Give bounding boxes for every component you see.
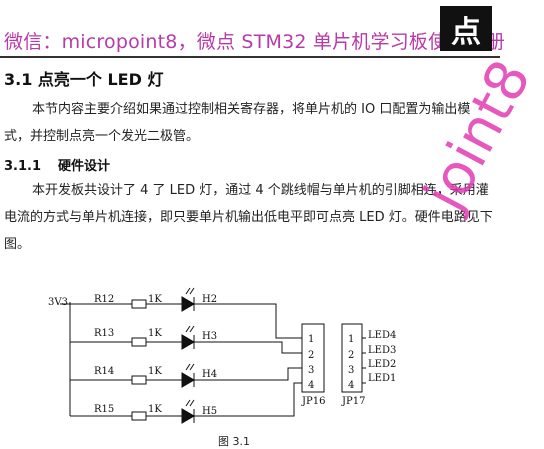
led-arrow [185, 399, 191, 407]
section-intro: 本节内容主要介绍如果通过控制相关寄存器，将单片机的 IO 口配置为输出模式，并控… [4, 96, 494, 150]
resistor-value: 1K [148, 328, 162, 339]
led-label: H5 [202, 406, 217, 417]
resistor-label: R15 [94, 404, 114, 415]
subsection-heading: 3.1.1 硬件设计 [4, 155, 110, 174]
jp17-label: JP17 [341, 396, 365, 407]
page-header: 微信：micropoint8，微点 STM32 单片机学习板使用手册 点 [0, 0, 505, 58]
resistor-label: R14 [94, 366, 114, 377]
resistor [131, 411, 147, 421]
led-label: H3 [202, 331, 217, 342]
led-arrow [185, 325, 191, 333]
led-arrow [189, 399, 195, 407]
led-diode [181, 334, 195, 350]
header-divider [0, 56, 500, 58]
wire [194, 341, 302, 354]
led-diode [181, 408, 195, 424]
jp17-pin: 1 [348, 334, 354, 345]
led-arrow [189, 363, 195, 371]
supply-label: 3V3 [48, 297, 68, 308]
wire [194, 382, 302, 417]
logo-char: 点 [451, 14, 481, 50]
led-arrow [189, 287, 195, 295]
jp16-pin: 1 [308, 334, 314, 345]
led-circuit-diagram: 3V3 R12 R13 R14 R15 1K 1K 1K 1K H2 H3 H4… [48, 287, 396, 424]
subsection-number: 3.1.1 [4, 159, 42, 174]
output-label: LED3 [368, 345, 396, 356]
section-intro-text: 本节内容主要介绍如果通过控制相关寄存器，将单片机的 IO 口配置为输出模式，并控… [4, 102, 471, 144]
resistor-value: 1K [148, 404, 162, 415]
jp17-pin: 2 [348, 350, 354, 361]
led-arrow [185, 363, 191, 371]
output-label: LED1 [368, 373, 396, 384]
led-label: H2 [202, 294, 217, 305]
wire [194, 303, 302, 339]
led-diode [181, 372, 195, 388]
led-diode [181, 296, 195, 312]
resistor-value: 1K [148, 294, 162, 305]
resistor [131, 299, 147, 309]
header-title: 微信：micropoint8，微点 STM32 单片机学习板使用手册 [4, 31, 505, 53]
subsection-body-text: 本开发板共设计了 4 了 LED 灯，通过 4 个跳线帽与单片机的引脚相连，采用… [4, 183, 493, 252]
resistor [131, 375, 147, 385]
jp16-pin: 2 [308, 350, 314, 361]
led-arrow [189, 325, 195, 333]
subsection-title: 硬件设计 [58, 159, 111, 174]
led-label: H4 [202, 369, 217, 380]
output-label: LED2 [368, 359, 396, 370]
wire [194, 367, 302, 381]
led-arrow [185, 287, 191, 295]
resistor-label: R12 [94, 294, 114, 305]
jp17-pin: 3 [348, 365, 354, 376]
subsection-body: 本开发板共设计了 4 了 LED 灯，通过 4 个跳线帽与单片机的引脚相连，采用… [4, 177, 494, 258]
figure-caption: 图 3.1 [218, 435, 250, 448]
logo: 点 [440, 6, 492, 51]
section-title: 3.1 点亮一个 LED 灯 [4, 70, 164, 89]
jp16-pin: 4 [308, 380, 314, 391]
resistor-label: R13 [94, 328, 114, 339]
output-label: LED4 [368, 330, 396, 341]
jp17-pin: 4 [348, 380, 354, 391]
resistor [131, 337, 147, 347]
jp16-pin: 3 [308, 365, 314, 376]
jp16-label: JP16 [301, 396, 325, 407]
resistor-value: 1K [148, 366, 162, 377]
